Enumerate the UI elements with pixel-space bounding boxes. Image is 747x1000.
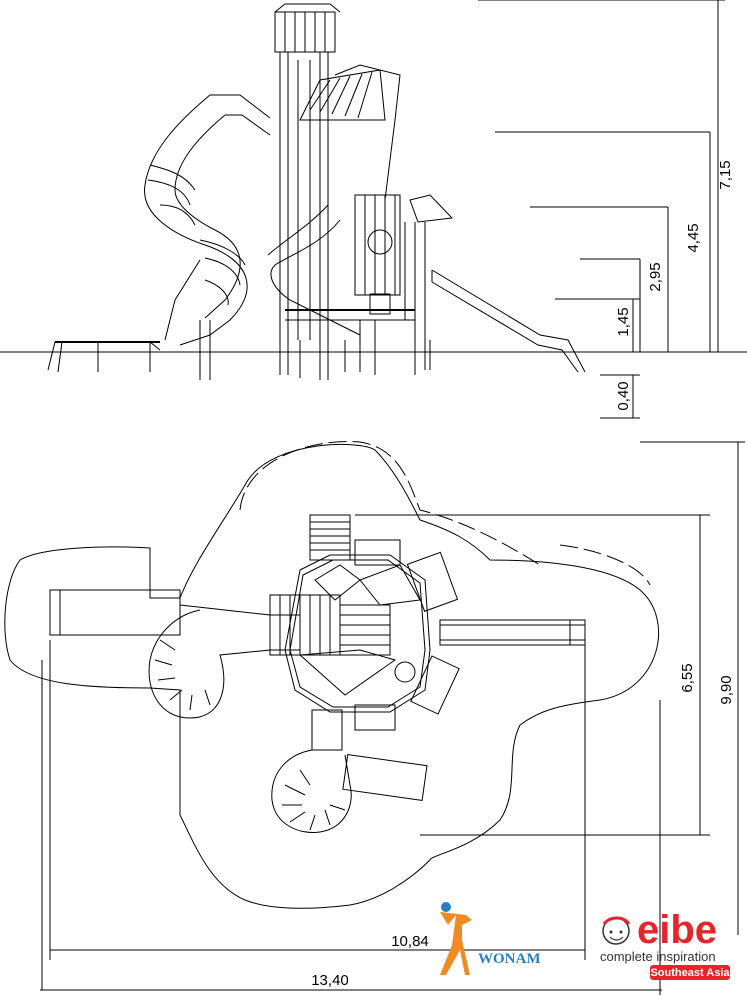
side-frame <box>47 341 161 373</box>
wonam-figure-icon <box>440 902 472 975</box>
wonam-wordmark: WONAM <box>478 951 541 967</box>
height-label-145: 1,45 <box>615 307 632 336</box>
width-label-1084: 10,84 <box>391 933 429 950</box>
tube-slide-plan <box>49 589 300 719</box>
eibe-face-icon <box>602 916 631 945</box>
width-label-1340: 13,40 <box>311 972 349 989</box>
height-label-715: 7,15 <box>717 160 734 189</box>
main-tower <box>199 3 454 380</box>
elevation-view: 7,15 4,45 2,95 1,45 0,40 <box>0 0 747 419</box>
eibe-logo: eibe complete inspiration Southeast Asia <box>600 908 730 980</box>
depth-label-655: 6,55 <box>679 663 696 692</box>
height-label-445: 4,45 <box>685 223 702 252</box>
height-dimensions <box>478 0 725 419</box>
eibe-wordmark: eibe <box>637 908 717 952</box>
region-label: Southeast Asia <box>650 967 730 979</box>
plan-view: 9,90 6,55 10,84 13,40 <box>4 441 745 995</box>
safety-zone-outline <box>4 443 660 909</box>
partner-logo: WONAM <box>440 902 541 975</box>
straight-slide-elevation <box>431 269 586 373</box>
spiral-slide-plan <box>271 709 428 834</box>
height-label-040: 0,40 <box>615 381 632 410</box>
plan-dimensions <box>40 441 745 995</box>
tube-slide-elevation <box>144 94 271 346</box>
depth-label-990: 9,90 <box>718 675 735 704</box>
falling-space-dashed <box>239 441 651 586</box>
height-label-295: 2,95 <box>647 262 664 291</box>
tower-plan <box>269 514 460 731</box>
region-badge <box>650 965 730 980</box>
eibe-tagline: complete inspiration <box>600 949 716 964</box>
straight-slide-plan <box>439 619 586 646</box>
